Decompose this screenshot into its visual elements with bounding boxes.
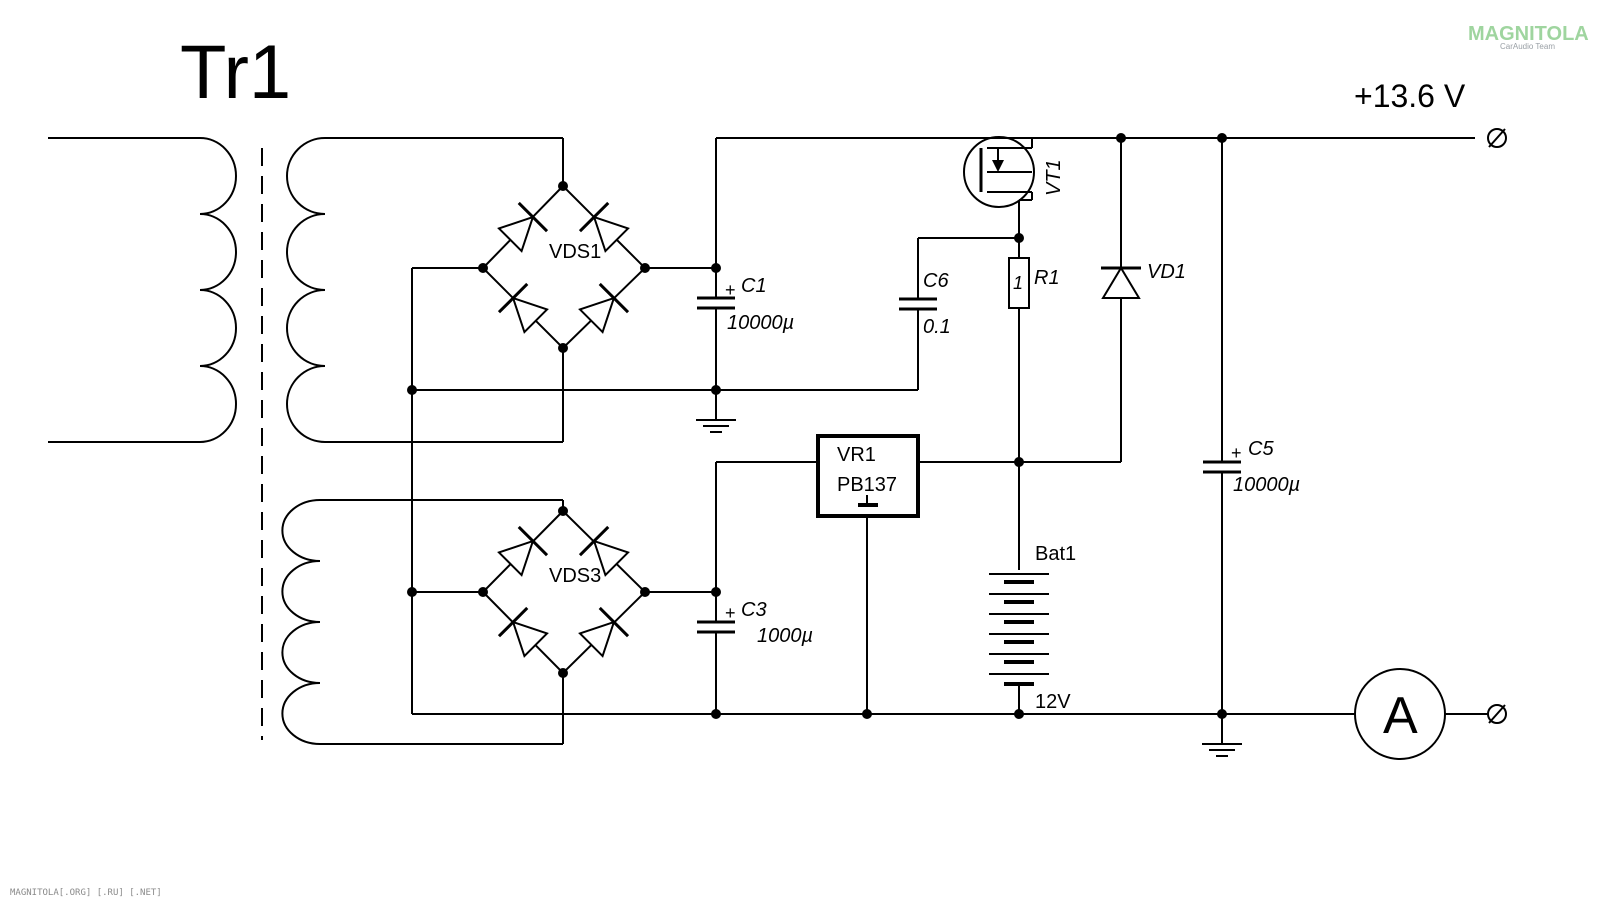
c1-ref: C1 bbox=[741, 275, 767, 297]
secondary-winding-1 bbox=[286, 137, 563, 443]
battery-bat1: Bat1 12V bbox=[989, 543, 1076, 713]
c5-polarity: + bbox=[1231, 443, 1242, 463]
c3-value: 1000µ bbox=[757, 625, 813, 647]
bridge-rectifier-vds3: VDS3 bbox=[481, 509, 647, 675]
diode-vd1: VD1 bbox=[1101, 261, 1186, 299]
c6-ref: C6 bbox=[923, 270, 949, 292]
watermark-logo-sub: CarAudio Team bbox=[1500, 42, 1555, 51]
output-terminal-negative bbox=[1487, 704, 1507, 724]
primary-winding bbox=[48, 137, 237, 443]
vd1-label: VD1 bbox=[1147, 261, 1186, 283]
watermark-logo: MAGNITOLA CarAudio Team bbox=[1468, 23, 1589, 51]
c1-polarity: + bbox=[725, 280, 736, 300]
vr1-part: PB137 bbox=[837, 474, 897, 496]
c1-value: 10000µ bbox=[727, 312, 794, 334]
vds3-label: VDS3 bbox=[549, 565, 601, 587]
capacitor-c1: + C1 10000µ bbox=[697, 275, 794, 334]
bat1-voltage: 12V bbox=[1035, 691, 1071, 713]
junction-dots bbox=[407, 133, 1227, 719]
transformer-tr1 bbox=[48, 137, 563, 745]
vt1-label: VT1 bbox=[1043, 159, 1065, 196]
c3-ref: C3 bbox=[741, 599, 767, 621]
regulator-vr1: VR1 PB137 bbox=[816, 434, 920, 518]
output-terminal-positive bbox=[1487, 128, 1507, 148]
ground-symbol-2 bbox=[1202, 743, 1242, 757]
mosfet-vt1: VT1 bbox=[963, 136, 1065, 208]
c5-value: 10000µ bbox=[1233, 474, 1300, 496]
wires bbox=[411, 137, 1488, 744]
vds1-label: VDS1 bbox=[549, 241, 601, 263]
capacitor-c5: + C5 10000µ bbox=[1203, 438, 1300, 496]
watermark-logo-text: MAGNITOLA bbox=[1468, 23, 1589, 45]
footer-watermark: MAGNITOLA[.ORG] [.RU] [.NET] bbox=[10, 888, 162, 898]
capacitor-c6: C6 0.1 bbox=[899, 270, 951, 338]
ground-symbol-1 bbox=[696, 419, 736, 433]
bat1-ref: Bat1 bbox=[1035, 543, 1076, 565]
vr1-ref: VR1 bbox=[837, 444, 876, 466]
secondary-winding-2 bbox=[281, 499, 563, 745]
r1-ref: R1 bbox=[1034, 267, 1060, 289]
c5-ref: C5 bbox=[1248, 438, 1274, 460]
c3-polarity: + bbox=[725, 603, 736, 623]
capacitor-c3: + C3 1000µ bbox=[697, 599, 813, 647]
transformer-title: Tr1 bbox=[180, 30, 291, 115]
bridge-rectifier-vds1: VDS1 bbox=[481, 184, 647, 350]
r1-value: 1 bbox=[1013, 273, 1023, 293]
c6-value: 0.1 bbox=[923, 316, 951, 338]
resistor-r1: 1 R1 bbox=[1008, 257, 1060, 309]
ammeter: A bbox=[1354, 668, 1446, 760]
output-voltage-label: +13.6 V bbox=[1354, 78, 1466, 114]
ammeter-label: A bbox=[1383, 687, 1418, 745]
